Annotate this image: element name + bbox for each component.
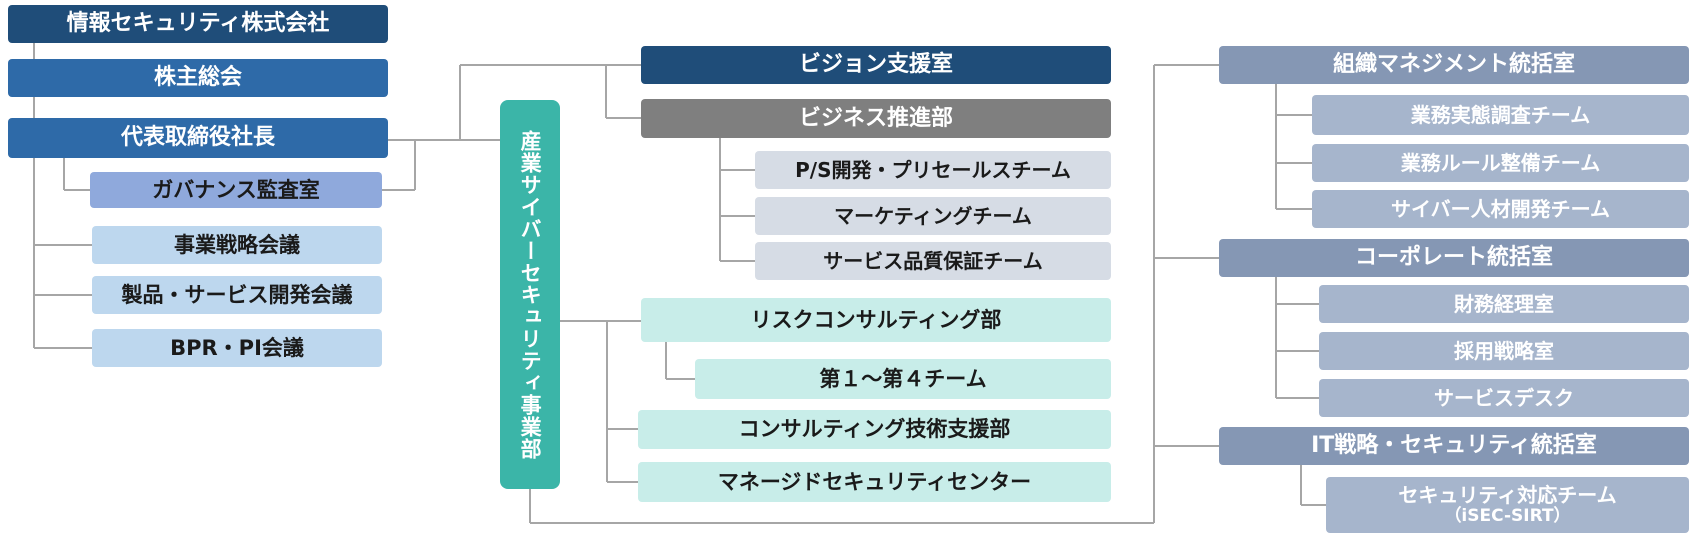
consulting-tech-label: コンサルティング技術支援部 [738,417,1011,442]
bpr-pi-meeting-box: BPR・PI会議 [92,329,382,367]
governance-audit-label: ガバナンス監査室 [152,177,320,202]
corporate-label: コーポレート統括室 [1354,245,1553,271]
org-management-team-label: サイバー人材開発チーム [1391,196,1610,221]
corporate-box: コーポレート統括室 [1219,239,1689,277]
org-management-team-box: サイバー人材開発チーム [1312,190,1689,228]
managed-security-box: マネージドセキュリティセンター [638,462,1111,502]
business-strategy-meeting-box: 事業戦略会議 [92,226,382,264]
it-strategy-box: IT戦略・セキュリティ統括室 [1219,427,1689,465]
president-label: 代表取締役社長 [120,125,275,151]
business-promotion-label: ビジネス推進部 [798,105,953,131]
org-management-team-label: 業務実態調査チーム [1410,102,1591,127]
risk-consulting-team-box: 第１～第４チーム [695,359,1111,399]
corporate-team-label: 財務経理室 [1454,291,1554,316]
bpr-pi-meeting-label: BPR・PI会議 [170,335,304,360]
risk-consulting-label: リスクコンサルティング部 [750,307,1002,332]
org-management-label: 組織マネジメント統括室 [1332,52,1575,78]
company-label: 情報セキュリティ株式会社 [66,11,330,37]
security-response-team-sub-label: （iSEC-SIRT） [1444,505,1571,526]
shareholders-meeting-box: 株主総会 [8,59,388,97]
business-promotion-team-label: サービス品質保証チーム [823,248,1043,273]
corporate-team-box: 採用戦略室 [1319,332,1689,370]
business-promotion-team-box: マーケティングチーム [755,197,1111,235]
company-box: 情報セキュリティ株式会社 [8,5,388,43]
org-management-box: 組織マネジメント統括室 [1219,46,1689,84]
corporate-team-label: 採用戦略室 [1454,338,1554,363]
vision-support-box: ビジョン支援室 [641,46,1111,84]
vision-support-label: ビジョン支援室 [798,52,953,78]
division-box: 産業サイバーセキュリティ事業部 [500,100,560,489]
corporate-team-box: サービスデスク [1319,379,1689,417]
security-response-team-label: セキュリティ対応チーム [1398,482,1617,507]
business-promotion-team-label: P/S開発・プリセールスチーム [795,157,1071,182]
shareholders-meeting-label: 株主総会 [153,65,242,91]
business-promotion-box: ビジネス推進部 [641,99,1111,138]
corporate-team-label: サービスデスク [1434,385,1574,410]
business-strategy-meeting-label: 事業戦略会議 [174,232,300,257]
governance-audit-box: ガバナンス監査室 [90,172,382,208]
org-management-team-label: 業務ルール整備チーム [1400,150,1601,175]
business-promotion-team-label: マーケティングチーム [834,203,1032,228]
product-service-meeting-box: 製品・サービス開発会議 [92,276,382,314]
corporate-team-box: 財務経理室 [1319,285,1689,323]
business-promotion-team-box: P/S開発・プリセールスチーム [755,151,1111,189]
org-management-team-box: 業務ルール整備チーム [1312,144,1689,182]
security-response-team-box: セキュリティ対応チーム （iSEC-SIRT） [1326,477,1689,533]
president-box: 代表取締役社長 [8,118,388,158]
managed-security-label: マネージドセキュリティセンター [717,469,1032,494]
division-label: 産業サイバーセキュリティ事業部 [518,129,543,460]
product-service-meeting-label: 製品・サービス開発会議 [121,282,353,307]
it-strategy-label: IT戦略・セキュリティ統括室 [1311,433,1597,459]
consulting-tech-box: コンサルティング技術支援部 [638,410,1111,449]
risk-consulting-team-label: 第１～第４チーム [819,366,987,391]
risk-consulting-box: リスクコンサルティング部 [641,298,1111,342]
org-management-team-box: 業務実態調査チーム [1312,95,1689,135]
business-promotion-team-box: サービス品質保証チーム [755,242,1111,280]
